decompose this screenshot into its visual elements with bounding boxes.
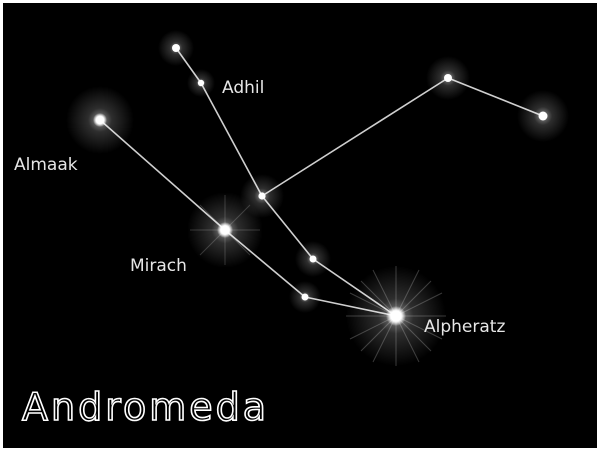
label-almaak: Almaak — [14, 155, 78, 175]
night-sky-background — [3, 3, 597, 448]
label-alpheratz: Alpheratz — [424, 317, 505, 337]
star-almaak — [66, 86, 134, 154]
stars — [66, 30, 569, 366]
star-right — [426, 56, 470, 100]
star-alpheratz — [346, 266, 446, 366]
label-adhil: Adhil — [222, 78, 264, 98]
star-far-right — [517, 90, 569, 142]
star-top — [158, 30, 194, 66]
star-adhil — [187, 69, 215, 97]
label-mirach: Mirach — [130, 256, 187, 276]
star-mirach — [187, 192, 263, 268]
star-lower — [289, 281, 321, 313]
line-center-right — [261, 77, 449, 197]
star-mid — [295, 241, 331, 277]
constellation-title: Andromeda — [22, 385, 269, 429]
